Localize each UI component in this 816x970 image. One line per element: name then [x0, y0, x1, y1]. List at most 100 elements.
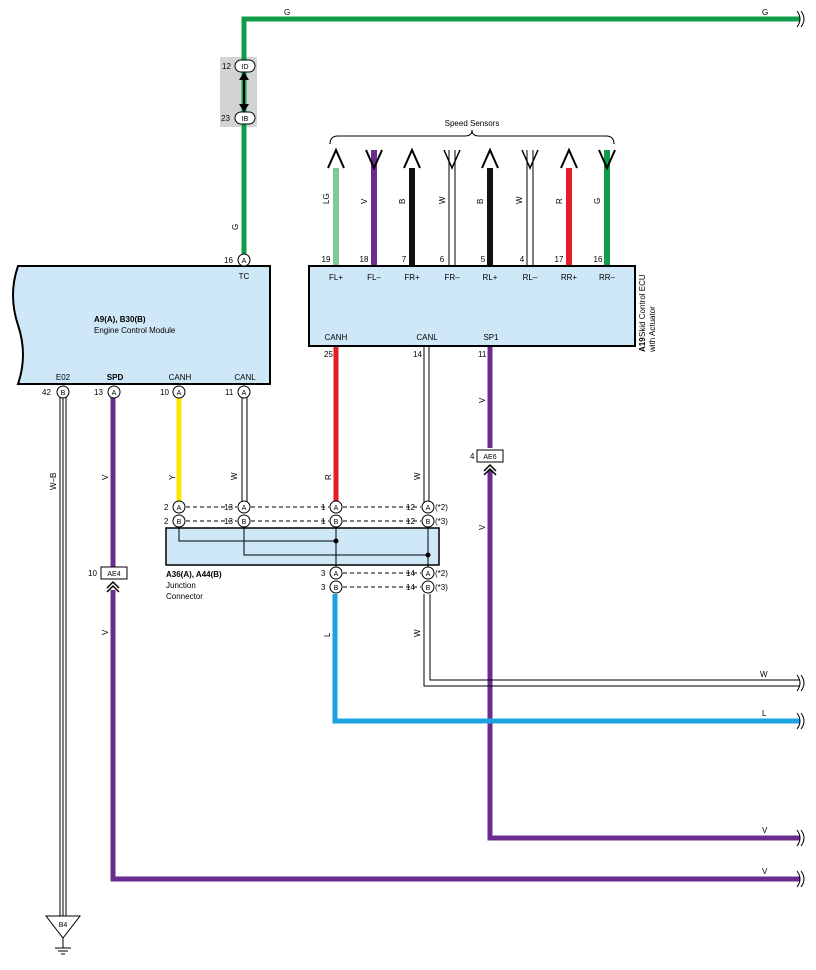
terminal-label: RR– — [599, 273, 616, 282]
footnote-ref: (*3) — [435, 583, 448, 592]
wire-color-label: W — [515, 196, 524, 204]
pin-number: 10 — [160, 388, 169, 397]
ecu-terminal-labels: FL+ FL– FR+ FR– RL+ RL– RR+ RR– CANH CAN… — [325, 273, 616, 342]
wire-color-label: B — [476, 199, 485, 204]
pin-number: 5 — [481, 255, 486, 264]
connector-letter: B — [177, 519, 182, 526]
ecm-title: A9(A), B30(B) — [94, 315, 146, 324]
terminal-label: SPD — [107, 373, 124, 382]
connector-letter: A — [112, 390, 117, 397]
wire-color-label: V — [762, 867, 768, 876]
connector-letter: A — [177, 505, 182, 512]
connector-letter: A — [242, 505, 247, 512]
pin-number: 17 — [555, 255, 564, 264]
pin-number: 16 — [594, 255, 603, 264]
wire-color-label: W–B — [49, 473, 58, 490]
terminal-label: FR– — [444, 273, 460, 282]
footnote-ref: (*2) — [435, 569, 448, 578]
terminal-label: SP1 — [483, 333, 499, 342]
wire-color-label: L — [323, 632, 332, 637]
pin-number: 2 — [164, 503, 169, 512]
ecu-name: Skid Control ECU — [638, 274, 647, 337]
wire-color-label: W — [438, 196, 447, 204]
wire-color-label: W — [413, 629, 422, 637]
ground-label: B4 — [59, 922, 68, 929]
terminal-label: CANH — [169, 373, 192, 382]
terminal-label: RR+ — [561, 273, 578, 282]
in-line-connector — [220, 57, 257, 127]
junction-line1: Junction — [166, 581, 196, 590]
wire-color-label: Y — [168, 474, 177, 480]
wire-color-label: B — [398, 199, 407, 204]
pin-number: 16 — [224, 256, 233, 265]
engine-control-module — [12, 265, 271, 385]
pin-number: 3 — [321, 569, 326, 578]
pin-number: 1 — [321, 517, 326, 526]
pin-number: 6 — [440, 255, 445, 264]
connector-letter: A — [334, 571, 339, 578]
wire-w-b-ground — [59, 397, 67, 916]
pin-number: 14 — [413, 350, 422, 359]
terminal-label: FL+ — [329, 273, 343, 282]
wire-color-label: G — [284, 8, 290, 17]
ecm-pin-circles — [56, 253, 251, 399]
terminal-label: FR+ — [404, 273, 420, 282]
pin-number: 25 — [324, 350, 333, 359]
pin-number: 14 — [406, 583, 415, 592]
connector-letter: A — [334, 505, 339, 512]
skid-control-ecu — [308, 265, 636, 347]
wire-color-label: G — [762, 8, 768, 17]
footnote-ref: (*2) — [435, 503, 448, 512]
pin-number: 3 — [321, 583, 326, 592]
pin-number: 2 — [164, 517, 169, 526]
ecu-side-label: A19 Skid Control ECU with Actuator — [638, 274, 657, 353]
pin-number: 13 — [224, 503, 233, 512]
connector-letter: A — [426, 571, 431, 578]
pin-number: 13 — [224, 517, 233, 526]
pin-number: 4 — [520, 255, 525, 264]
speed-sensors-label: Speed Sensors — [445, 119, 500, 128]
terminal-label: CANH — [325, 333, 348, 342]
junction-line2: Connector — [166, 592, 203, 601]
connector-letter: B — [334, 585, 339, 592]
connector-letter: A — [426, 505, 431, 512]
terminal-label: RL+ — [483, 273, 498, 282]
wire-color-label: LG — [322, 193, 331, 204]
terminal-label: E02 — [56, 373, 71, 382]
pin-number: 18 — [360, 255, 369, 264]
terminal-label: FL– — [367, 273, 381, 282]
wire-color-label: W — [413, 472, 422, 480]
wire-color-label: V — [762, 826, 768, 835]
pin-number: 12 — [406, 503, 415, 512]
pin-number: 19 — [322, 255, 331, 264]
connector-letter: A — [177, 390, 182, 397]
connector-id: IB — [242, 116, 249, 123]
connector-letter: B — [426, 519, 431, 526]
wire-color-label: V — [478, 397, 487, 403]
terminal-label: CANL — [416, 333, 438, 342]
wire-color-label: V — [101, 474, 110, 480]
connector-id: ID — [242, 64, 249, 71]
pin-number: 4 — [470, 452, 475, 461]
junction-title: A36(A), A44(B) — [166, 570, 222, 579]
connector-letter: B — [334, 519, 339, 526]
wire-w-canl-out — [423, 594, 805, 692]
terminal-label: CANL — [234, 373, 256, 382]
connector-id: AE4 — [107, 571, 120, 578]
pin-number: 14 — [406, 569, 415, 578]
pin-number: 12 — [406, 517, 415, 526]
wire-l-canh-out — [332, 594, 805, 730]
ground-symbol — [44, 915, 82, 955]
terminal-label: TC — [239, 272, 250, 281]
connector-ae4 — [100, 566, 128, 593]
wire-color-label: W — [230, 472, 239, 480]
wire-color-label: L — [762, 709, 767, 718]
wire-color-label: R — [555, 198, 564, 204]
wire-w-canl-abs — [423, 346, 430, 502]
ecu-name-line2: with Actuator — [648, 306, 657, 353]
junction-connector — [165, 500, 440, 594]
pin-number: 11 — [225, 388, 234, 397]
pin-number: 13 — [94, 388, 103, 397]
speed-sensor-brace — [329, 129, 615, 145]
pin-number: 1 — [321, 503, 326, 512]
